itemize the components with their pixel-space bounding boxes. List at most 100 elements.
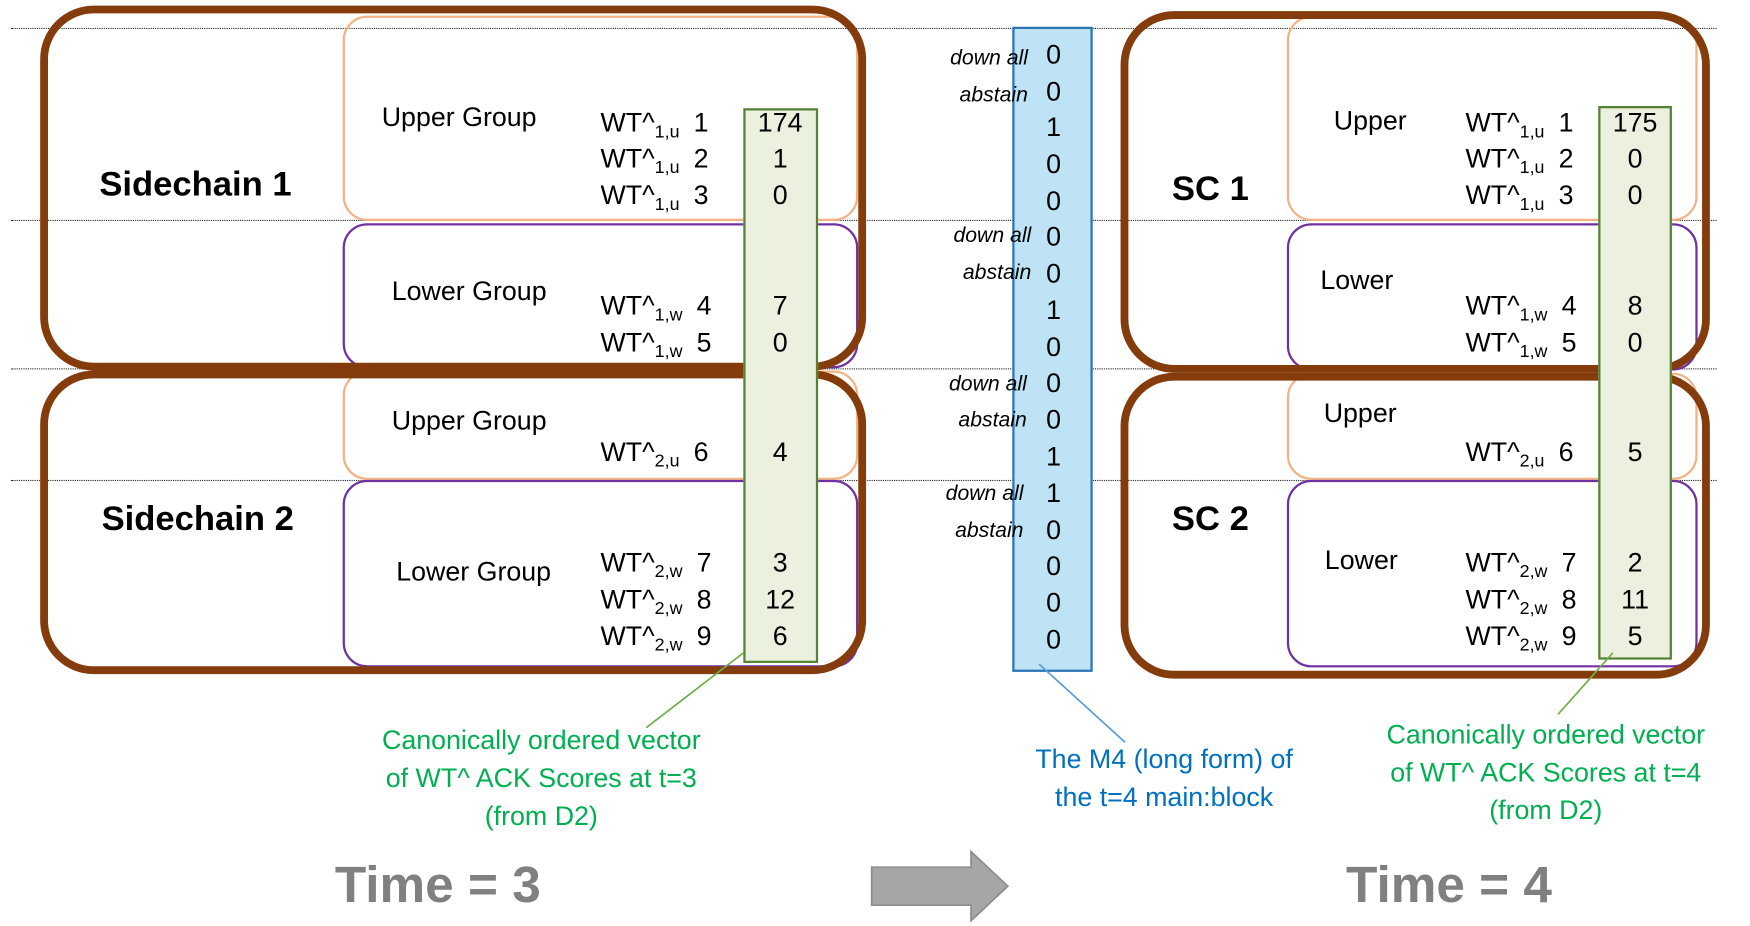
time-arrow-icon [870, 849, 1010, 923]
row-label: WT^1,w 5 [600, 328, 711, 363]
row-index: 3 [686, 180, 709, 211]
row-label-subscript: 2,w [1519, 599, 1548, 619]
row-score-value: 0 [772, 328, 788, 359]
t4-sc-2-box [1120, 372, 1710, 679]
row-label: WT^2,u 6 [600, 438, 708, 473]
row-label-subscript: 1,u [1519, 158, 1545, 178]
row-label: WT^1,u 2 [600, 144, 708, 179]
row-score-value: 3 [772, 548, 788, 579]
m4-bit: 0 [1046, 515, 1062, 546]
row-score-value: 0 [772, 180, 788, 211]
row-score-value: 4 [772, 437, 788, 468]
row-label-subscript: 2,w [654, 562, 683, 582]
t3-lower-group-2-label: Lower Group [396, 556, 552, 588]
t4-lower-2-label: Lower [1324, 545, 1398, 576]
row-score-value: 5 [1627, 621, 1643, 652]
row-label-subscript: 2,u [654, 452, 680, 471]
m4-bit: 0 [1046, 588, 1062, 619]
m4-tag-down-all: down all [953, 224, 1032, 248]
row-label: WT^1,u 2 [1465, 144, 1573, 179]
t3-upper-group-1-label: Upper Group [381, 102, 537, 133]
row-label-subscript: 1,w [1519, 305, 1548, 325]
row-score-value: 1 [772, 143, 788, 175]
row-label-text: WT^ [600, 291, 655, 322]
t3-caption-connector [645, 652, 744, 729]
t3-score-vector-box [743, 108, 819, 663]
row-label-subscript: 1,u [654, 195, 680, 215]
row-label: WT^1,u 3 [1465, 181, 1573, 216]
row-label-text: WT^ [1465, 291, 1520, 322]
caption-line: Canonically ordered vector [1386, 719, 1706, 751]
m4-bit: 0 [1046, 332, 1062, 363]
row-index: 6 [1551, 437, 1574, 468]
row-label-text: WT^ [600, 180, 655, 211]
row-label-subscript: 1,u [654, 122, 680, 142]
row-score-value: 8 [1627, 291, 1643, 322]
row-index: 7 [689, 548, 712, 579]
t4-lower-1-label: Lower [1320, 265, 1394, 296]
caption-line: of WT^ ACK Scores at t=3 [385, 763, 697, 794]
m4-caption: The M4 (long form) of the t=4 main:block [1010, 741, 1318, 817]
caption-line: of WT^ ACK Scores at t=4 [1390, 757, 1702, 788]
row-index: 5 [1554, 328, 1577, 359]
row-label-text: WT^ [600, 437, 655, 468]
m4-caption-connector [1038, 663, 1126, 743]
row-label-subscript: 2,w [654, 636, 683, 656]
row-label-text: WT^ [1465, 621, 1520, 652]
t3-sidechain-2-box [40, 370, 867, 675]
row-label-subscript: 2,u [1519, 452, 1545, 471]
row-score-value: 175 [1612, 108, 1658, 139]
row-label-subscript: 1,w [654, 305, 683, 325]
row-label-text: WT^ [600, 548, 655, 579]
row-label-text: WT^ [600, 143, 655, 175]
m4-bit: 0 [1046, 368, 1062, 399]
m4-tag-abstain: abstain [959, 83, 1028, 108]
m4-bit: 0 [1046, 222, 1062, 253]
row-index: 9 [1554, 621, 1577, 652]
separator-line [11, 27, 1717, 30]
row-label-text: WT^ [1465, 328, 1520, 359]
row-label-text: WT^ [1465, 180, 1520, 211]
row-label-subscript: 2,w [1519, 636, 1548, 656]
row-score-value: 174 [757, 108, 803, 139]
row-index: 8 [1554, 584, 1577, 615]
row-label-text: WT^ [1465, 548, 1520, 579]
row-label: WT^1,w 5 [1465, 328, 1576, 363]
row-label-text: WT^ [1465, 584, 1520, 615]
m4-bit: 0 [1046, 551, 1062, 582]
row-score-value: 0 [1627, 143, 1643, 175]
row-label-text: WT^ [1465, 437, 1520, 468]
row-label: WT^1,u 3 [600, 181, 708, 216]
row-label: WT^2,w 9 [1465, 622, 1576, 657]
m4-bit: 0 [1046, 186, 1062, 217]
row-index: 2 [1551, 143, 1574, 175]
m4-bit: 1 [1046, 295, 1062, 326]
row-label: WT^2,w 8 [1465, 585, 1576, 620]
row-score-value: 6 [772, 621, 788, 652]
row-label: WT^2,w 7 [1465, 548, 1576, 583]
row-score-value: 12 [765, 584, 796, 615]
t3-upper-group-2-label: Upper Group [391, 406, 547, 437]
m4-bit: 0 [1046, 40, 1062, 71]
t3-vector-caption: Canonically ordered vector of WT^ ACK Sc… [357, 722, 725, 836]
m4-tag-down-all: down all [948, 372, 1027, 397]
separator-line [11, 368, 1717, 370]
row-label-text: WT^ [600, 108, 655, 139]
t4-lower-group-2-box [1286, 479, 1698, 668]
row-score-value: 2 [1627, 548, 1643, 579]
m4-tag-down-all: down all [950, 46, 1028, 71]
row-label-subscript: 1,u [1519, 122, 1545, 142]
t3-sidechain-1-title: Sidechain 1 [99, 164, 292, 204]
row-score-value: 11 [1621, 584, 1649, 615]
row-score-value: 7 [772, 291, 788, 322]
caption-line: (from D2) [484, 801, 598, 832]
row-label-subscript: 1,w [654, 342, 683, 362]
row-index: 1 [686, 108, 709, 139]
row-label: WT^1,w 4 [600, 291, 711, 326]
row-index: 4 [689, 291, 712, 322]
row-index: 6 [686, 437, 709, 468]
t4-upper-2-label: Upper [1323, 398, 1397, 429]
m4-bit: 0 [1046, 258, 1062, 290]
